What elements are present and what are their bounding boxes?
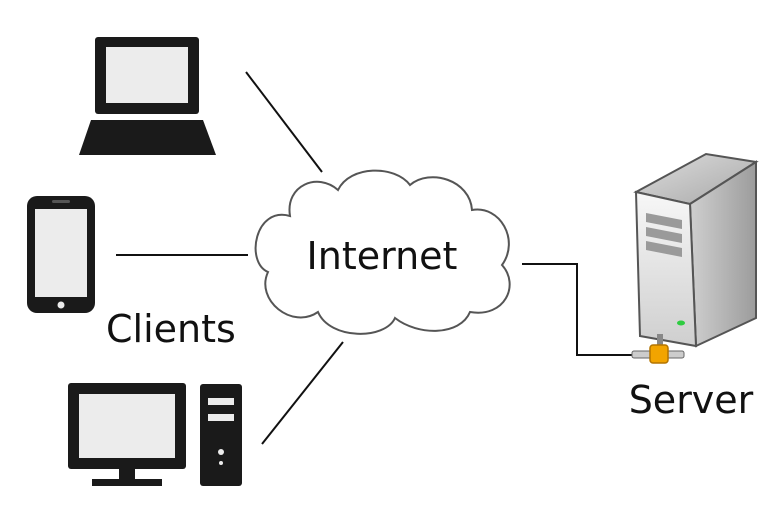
network-connector-icon: [631, 334, 685, 364]
server-tower-icon: [633, 152, 759, 348]
smartphone-icon: [27, 196, 95, 313]
server-connection-line: [522, 263, 640, 356]
server-label: Server: [629, 378, 754, 422]
cloud-icon: [254, 169, 511, 335]
desktop-connection-line: [261, 341, 344, 445]
cloud-label: Internet: [307, 234, 458, 278]
laptop-icon: [79, 37, 216, 155]
laptop-connection-line: [245, 71, 323, 173]
clients-label: Clients: [106, 307, 236, 351]
desktop-computer-icon: [68, 383, 242, 486]
